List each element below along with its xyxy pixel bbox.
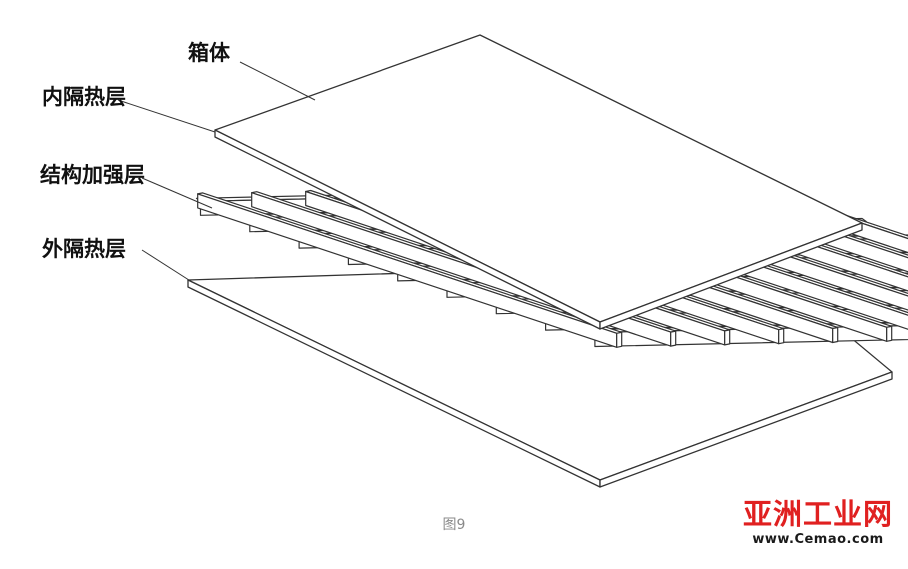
watermark-url: www.Cemao.com (752, 532, 884, 547)
inner-insulation-label: 内隔热层 (42, 84, 126, 109)
inner-insulation-panel (214, 34, 863, 330)
watermark-brand: 亚洲工业网 (742, 497, 893, 531)
grid-rib (670, 330, 677, 347)
grid-rib (616, 331, 623, 348)
grid-rib (778, 328, 785, 345)
callout-leader-lines (117, 61, 316, 283)
structural-reinforcement-label: 结构加强层 (40, 162, 145, 187)
grid-rib (886, 325, 893, 342)
watermark-logo: 亚洲工业网 www.Cemao.com (738, 497, 898, 548)
grid-rib (724, 329, 731, 346)
figure-caption: 图9 (442, 517, 466, 533)
box-label: 箱体 (188, 40, 230, 65)
grid-rib (832, 326, 839, 344)
outer-insulation-label: 外隔热层 (42, 236, 126, 261)
